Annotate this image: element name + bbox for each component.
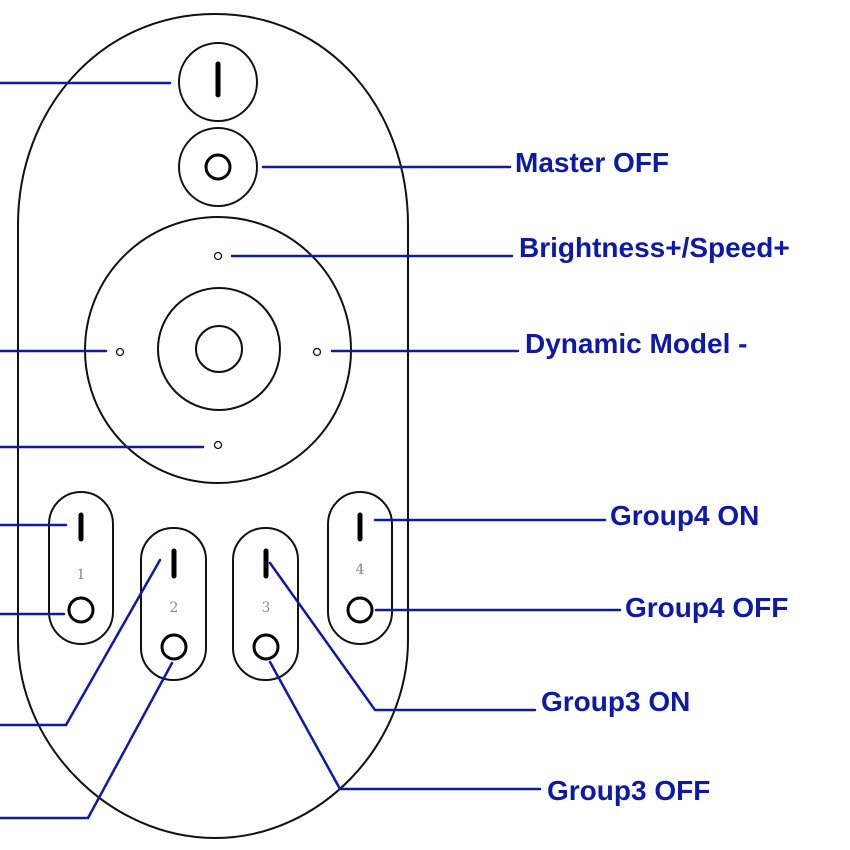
label-master-off: Master OFF: [515, 147, 669, 178]
group2-number: 2: [170, 600, 179, 616]
group1-off-button[interactable]: [67, 596, 95, 624]
power-off-icon: [204, 153, 232, 181]
leader-line-group3-off: [268, 660, 542, 791]
group4-number: 4: [356, 562, 365, 578]
dpad-up-dot-icon: [213, 251, 223, 261]
leader-line-group3-on: [268, 561, 537, 712]
group1-button-panel: [48, 491, 114, 645]
label-dynamic-model-minus: Dynamic Model -: [525, 328, 747, 359]
group1-number: 1: [77, 567, 86, 583]
group2-off-button[interactable]: [160, 633, 188, 661]
label-group3-on: Group3 ON: [541, 686, 690, 717]
label-brightness-speed-up: Brightness+/Speed+: [519, 232, 790, 263]
group4-button-panel: [327, 491, 393, 645]
label-group4-on: Group4 ON: [610, 500, 759, 531]
master-on-button[interactable]: [178, 42, 258, 122]
master-off-button[interactable]: [178, 127, 258, 207]
group4-off-button[interactable]: [346, 596, 374, 624]
dpad-left-dot-icon: [115, 347, 125, 357]
group3-number: 3: [262, 600, 271, 616]
dpad-down-dot-icon: [213, 440, 223, 450]
dpad-center-button[interactable]: [157, 287, 281, 411]
leader-line-group2-on: [0, 558, 162, 727]
group3-off-button[interactable]: [252, 633, 280, 661]
leader-line-group2-off: [0, 661, 174, 820]
label-group4-off: Group4 OFF: [625, 592, 788, 623]
label-group3-off: Group3 OFF: [547, 775, 710, 806]
dpad-right-dot-icon: [312, 347, 322, 357]
